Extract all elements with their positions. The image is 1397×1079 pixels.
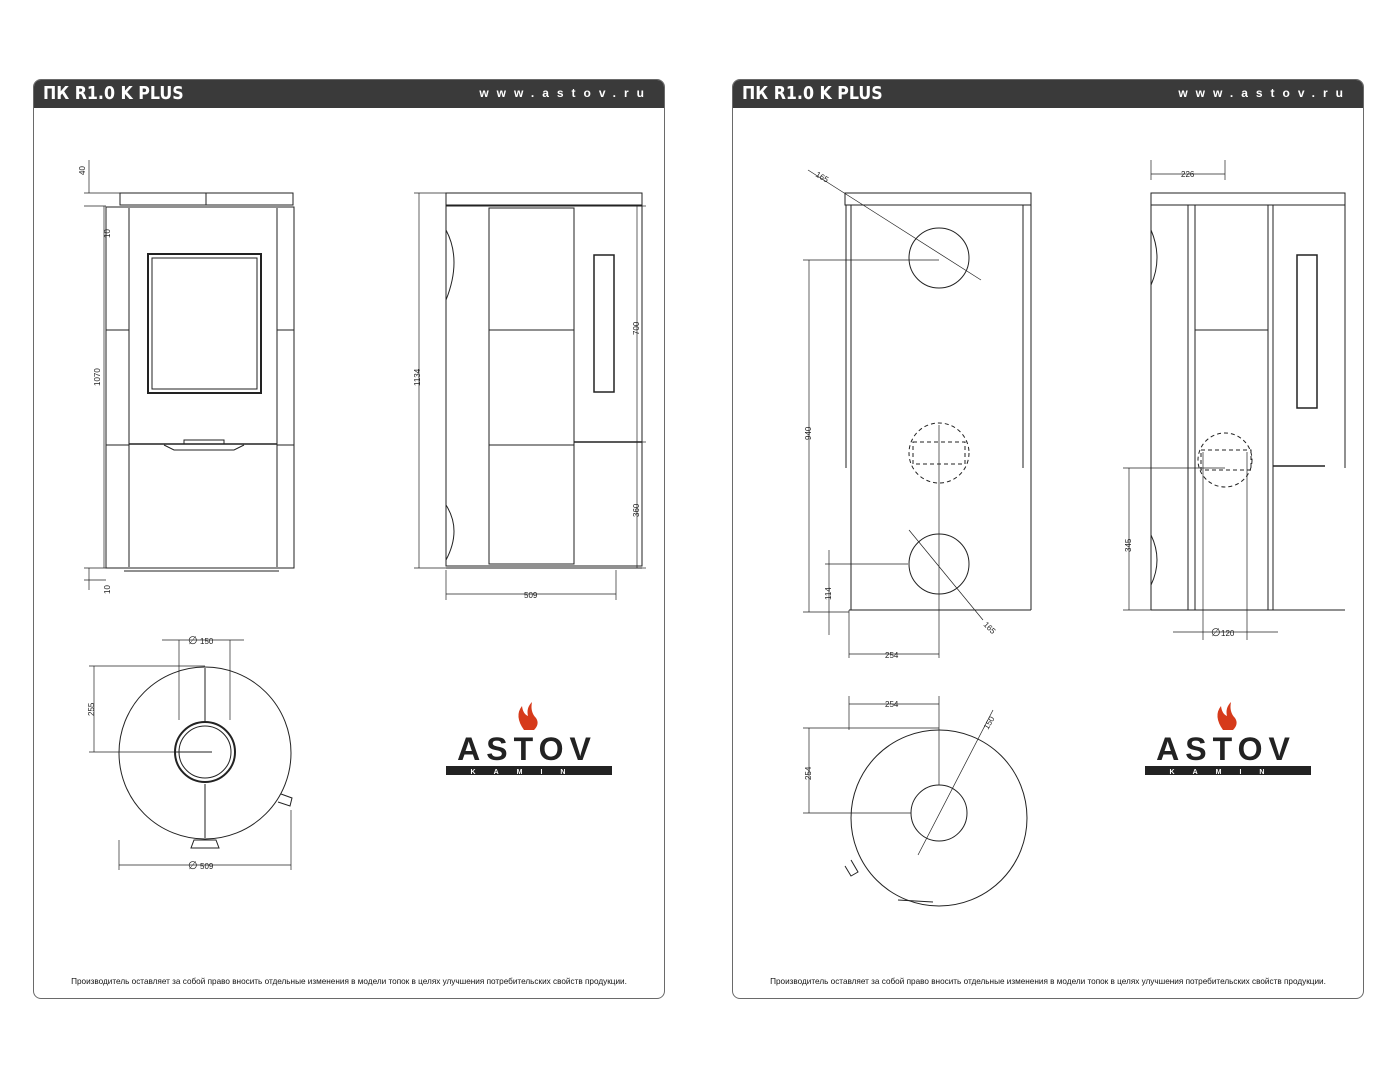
dim-10-top: 10 [103, 229, 112, 238]
rear-view-dimensions [803, 169, 984, 658]
front-view-dimensions [84, 160, 120, 590]
sheet-header: ПК R1.0 K PLUS www.astov.ru [34, 80, 664, 108]
dim-255: 255 [87, 702, 96, 716]
dim-40: 40 [78, 166, 87, 175]
top-view-dimensions [89, 639, 292, 870]
dim-345: 345 [1124, 538, 1133, 552]
dim-254-rear: 254 [885, 651, 899, 660]
disclaimer-footer: Производитель оставляет за собой право в… [770, 977, 1326, 986]
dim-165-lower: 165 [982, 620, 998, 636]
dim-700: 700 [632, 321, 641, 335]
dim-940: 940 [804, 426, 813, 440]
dim-10-bottom: 10 [103, 585, 112, 594]
side-view-stove-right [1150, 192, 1346, 611]
upper-flue-outlet [908, 227, 970, 289]
rear-flue-outlet-dashed [908, 422, 970, 484]
astov-logo: ASTOV KAMIN [1145, 702, 1311, 776]
dim-120: 120 [1221, 629, 1235, 638]
side-view-stove [445, 192, 643, 569]
technical-drawing-front: 40 10 1070 10 1134 700 360 509 ∅ 150 255… [78, 160, 646, 872]
logo-sub-text: KAMIN [1170, 769, 1283, 776]
dim-150: 150 [200, 637, 214, 646]
dim-360: 360 [632, 503, 641, 517]
sheet-header: ПК R1.0 K PLUS www.astov.ru [733, 80, 1363, 108]
model-title: ПК R1.0 K PLUS [742, 83, 883, 104]
dim-509-side: 509 [524, 591, 538, 600]
rear-view-stove [844, 192, 1032, 611]
top-view-right-dimensions [803, 696, 994, 856]
dimension-labels-right: 165 940 114 165 254 226 345 ∅ 120 254 25… [804, 170, 1235, 780]
diameter-symbol: ∅ [188, 635, 198, 647]
diameter-symbol-509: ∅ [188, 860, 198, 872]
side-view-dimensions [414, 192, 646, 600]
website-url[interactable]: www.astov.ru [1178, 86, 1351, 100]
astov-logo: ASTOV KAMIN [446, 702, 612, 776]
dim-254-top-v: 254 [804, 766, 813, 780]
dimension-labels: 40 10 1070 10 1134 700 360 509 ∅ 150 255… [78, 166, 641, 872]
dim-254-top-h: 254 [885, 700, 899, 709]
dim-150-right: 150 [982, 714, 997, 731]
dim-226: 226 [1181, 170, 1195, 179]
top-view-stove-right [844, 729, 1028, 907]
top-view-stove [118, 666, 293, 849]
dim-1134: 1134 [413, 368, 422, 386]
logo-sub-text: KAMIN [471, 769, 584, 776]
diameter-symbol-120: ∅ [1211, 627, 1221, 639]
spec-sheet-front-views: ПК R1.0 K PLUS www.astov.ru [33, 79, 665, 999]
model-title: ПК R1.0 K PLUS [43, 83, 184, 104]
logo-brand-text: ASTOV [457, 731, 597, 767]
front-view-stove [105, 192, 295, 572]
website-url[interactable]: www.astov.ru [479, 86, 652, 100]
dim-1070: 1070 [93, 368, 102, 386]
disclaimer-footer: Производитель оставляет за собой право в… [71, 977, 627, 986]
side-view-right-dimensions [1123, 160, 1278, 640]
logo-brand-text: ASTOV [1156, 731, 1296, 767]
dim-114: 114 [824, 587, 833, 600]
technical-drawing-connections: 165 940 114 165 254 226 345 ∅ 120 254 25… [803, 160, 1346, 907]
dim-509-top: 509 [200, 862, 214, 871]
spec-sheet-connection-views: ПК R1.0 K PLUS www.astov.ru [732, 79, 1364, 999]
